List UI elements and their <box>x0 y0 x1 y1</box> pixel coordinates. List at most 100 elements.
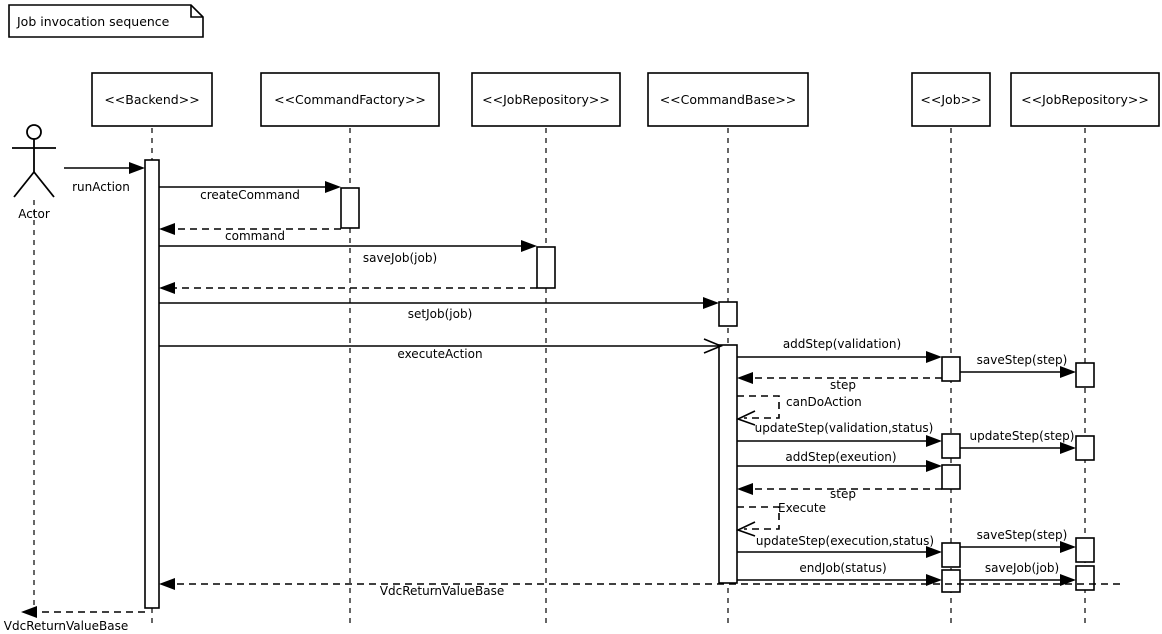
message-command-return-label: command <box>225 229 285 243</box>
lifeline-commandfactory[interactable]: <<CommandFactory>> <box>260 72 440 625</box>
message-endjob[interactable]: endJob(status) <box>737 561 942 586</box>
lifeline-jobrepository-2[interactable]: <<JobRepository>> <box>1010 72 1160 625</box>
message-step-return-1-arrowhead <box>737 372 753 384</box>
message-candoaction-self-line <box>737 395 780 419</box>
diagram-title: Job invocation sequence <box>16 14 170 29</box>
activation-job-updatestep-execution <box>941 542 961 568</box>
message-addstep-execution-label: addStep(exeution) <box>785 450 896 464</box>
title-note-shape <box>8 4 204 38</box>
message-setjob-label: setJob(job) <box>408 307 473 321</box>
message-savestep-2[interactable]: saveStep(step) <box>960 528 1076 553</box>
message-savejob-return-arrowhead <box>159 282 175 294</box>
activation-job-addstep-validation <box>941 356 961 382</box>
activation-job-addstep-execution <box>941 464 961 490</box>
message-command-return-arrowhead <box>159 223 175 235</box>
message-execute-self-arrowhead <box>735 521 756 537</box>
lifeline-commandfactory-label: <<CommandFactory>> <box>274 92 426 107</box>
message-savejob-label: saveJob(job) <box>363 251 437 265</box>
message-savestep-1[interactable]: saveStep(step) <box>960 353 1076 378</box>
message-savejob-2[interactable]: saveJob(job) <box>960 561 1076 586</box>
message-vdcreturnvaluebase-2-label: VdcReturnValueBase <box>4 619 128 633</box>
activation-commandbase-execute <box>718 344 738 584</box>
message-executeaction-arrowhead <box>703 338 724 354</box>
lifeline-jobrepository-2-label: <<JobRepository>> <box>1021 92 1149 107</box>
message-addstep-validation[interactable]: addStep(validation) <box>737 337 942 363</box>
message-candoaction-self-label: canDoAction <box>786 395 862 409</box>
message-setjob-arrowhead <box>703 297 719 309</box>
message-candoaction-self[interactable]: canDoAction <box>735 395 862 426</box>
lifeline-job-box[interactable] <box>911 72 991 127</box>
message-vdcreturnvaluebase-1[interactable]: VdcReturnValueBase <box>159 578 1120 598</box>
message-endjob-arrowhead <box>926 574 942 586</box>
message-endjob-label: endJob(status) <box>799 561 886 575</box>
message-updatestep-job-arrowhead <box>1060 442 1076 454</box>
message-vdcreturnvaluebase-1-label: VdcReturnValueBase <box>380 584 504 598</box>
message-execute-self-label: Execute <box>778 501 826 515</box>
lifeline-backend-box[interactable] <box>91 72 213 127</box>
activation-jobrepository-1 <box>536 246 556 289</box>
lifeline-commandbase-box[interactable] <box>647 72 809 127</box>
message-command-return[interactable]: command <box>159 223 341 243</box>
title-note: Job invocation sequence <box>8 4 204 38</box>
message-executeaction[interactable]: executeAction <box>159 338 724 361</box>
message-addstep-execution[interactable]: addStep(exeution) <box>737 450 942 472</box>
message-savestep-1-label: saveStep(step) <box>977 353 1068 367</box>
lifeline-job-label: <<Job>> <box>920 92 981 107</box>
message-savestep-2-label: saveStep(step) <box>977 528 1068 542</box>
lifeline-backend-label: <<Backend>> <box>104 92 199 107</box>
activation-job-endjob <box>941 569 961 593</box>
lifeline-job[interactable]: <<Job>> <box>911 72 991 625</box>
actor-leg-right-icon <box>33 171 55 198</box>
message-runaction[interactable]: runAction <box>64 162 145 194</box>
message-updatestep-validation[interactable]: updateStep(validation,status) <box>737 421 942 447</box>
message-savejob-2-arrowhead <box>1060 574 1076 586</box>
message-vdcreturnvaluebase-2[interactable]: VdcReturnValueBase <box>4 606 145 633</box>
title-note-fold <box>190 5 203 18</box>
activation-job-updatestep-validation <box>941 433 961 459</box>
message-updatestep-execution-arrowhead <box>926 546 942 558</box>
message-vdcreturnvaluebase-2-arrowhead <box>21 606 37 618</box>
message-updatestep-job[interactable]: updateStep(step) <box>960 429 1076 454</box>
message-runaction-label: runAction <box>72 180 130 194</box>
message-savestep-2-arrowhead <box>1060 541 1076 553</box>
activation-jobrepository-2-savejob <box>1075 565 1095 591</box>
lifeline-commandbase[interactable]: <<CommandBase>> <box>647 72 809 625</box>
message-step-return-1-label: step <box>830 378 856 392</box>
message-createcommand-label: createCommand <box>200 188 300 202</box>
message-runaction-arrowhead <box>129 162 145 174</box>
message-execute-self[interactable]: Execute <box>735 501 826 537</box>
lifeline-backend[interactable]: <<Backend>> <box>91 72 213 625</box>
message-step-return-2[interactable]: step <box>737 483 942 501</box>
activation-jobrepository-2-savestep-2 <box>1075 537 1095 563</box>
message-savejob-return[interactable] <box>159 282 537 294</box>
lifeline-commandbase-label: <<CommandBase>> <box>660 92 797 107</box>
actor[interactable]: Actor <box>12 124 56 612</box>
message-updatestep-execution[interactable]: updateStep(execution,status) <box>737 534 942 558</box>
message-savejob-arrowhead <box>521 240 537 252</box>
actor-head-icon <box>26 124 42 140</box>
lifeline-jobrepository-1-box[interactable] <box>471 72 621 127</box>
message-savestep-1-arrowhead <box>1060 366 1076 378</box>
message-addstep-validation-label: addStep(validation) <box>783 337 901 351</box>
lifeline-commandfactory-box[interactable] <box>260 72 440 127</box>
message-step-return-2-arrowhead <box>737 483 753 495</box>
message-step-return-1[interactable]: step <box>737 372 942 392</box>
message-candoaction-self-arrowhead <box>735 410 756 426</box>
message-updatestep-execution-label: updateStep(execution,status) <box>756 534 934 548</box>
message-vdcreturnvaluebase-1-arrowhead <box>159 578 175 590</box>
message-updatestep-validation-arrowhead <box>926 435 942 447</box>
activation-jobrepository-2-savestep <box>1075 362 1095 388</box>
message-addstep-execution-arrowhead <box>926 460 942 472</box>
message-createcommand[interactable]: createCommand <box>159 181 341 202</box>
lifeline-jobrepository-2-box[interactable] <box>1010 72 1160 127</box>
message-setjob[interactable]: setJob(job) <box>159 297 719 321</box>
message-execute-self-line <box>737 506 780 530</box>
message-updatestep-validation-label: updateStep(validation,status) <box>755 421 934 435</box>
activation-commandfactory <box>340 187 360 229</box>
lifeline-jobrepository-1[interactable]: <<JobRepository>> <box>471 72 621 625</box>
message-savejob[interactable]: saveJob(job) <box>159 240 537 265</box>
actor-leg-left-icon <box>13 171 35 198</box>
activation-commandbase-setjob <box>718 301 738 327</box>
